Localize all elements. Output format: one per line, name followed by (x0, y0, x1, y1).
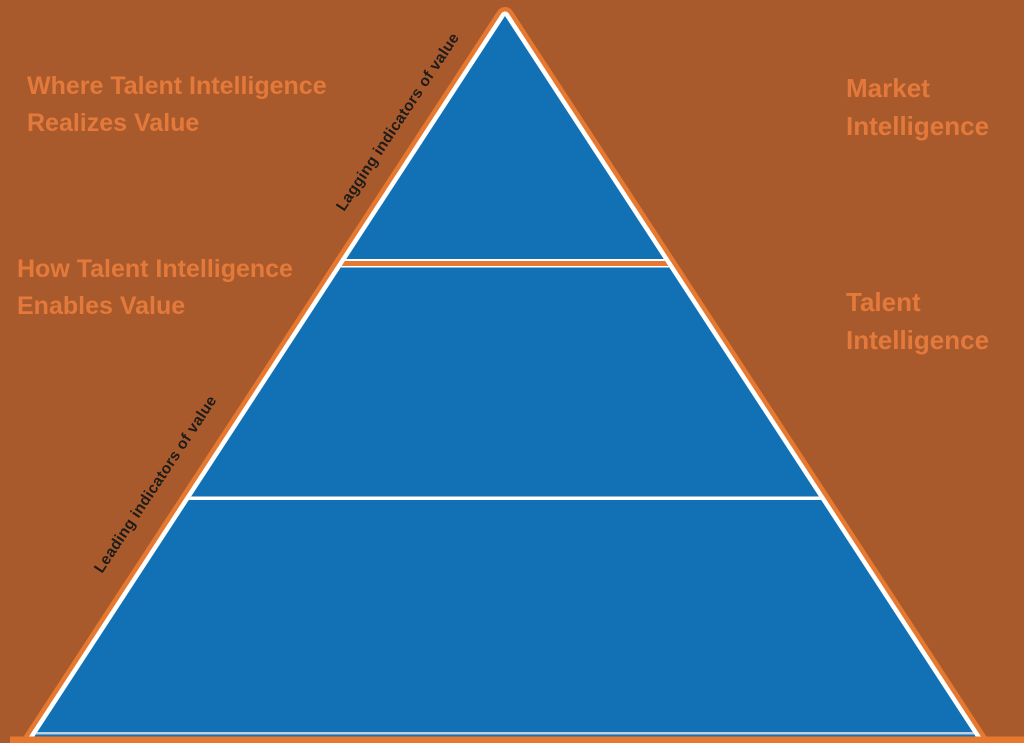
tier-label-talent-intelligence: Talent Intelligence (846, 283, 989, 359)
tier-label-line: Intelligence (846, 111, 990, 141)
heading-where-ti-realizes-value: Where Talent Intelligence Realizes Value (27, 68, 327, 142)
heading-line: Enables Value (17, 292, 186, 320)
tier-label-line: Talent (846, 287, 921, 317)
bottom-light-line (19, 732, 991, 735)
pyramid-body (30, 16, 980, 743)
heading-line: Realizes Value (27, 109, 200, 137)
tier2-divider-white-line (19, 496, 991, 500)
tier-label-market-intelligence: Market Intelligence (846, 69, 989, 145)
heading-line: How Talent Intelligence (17, 255, 293, 283)
tier-label-line: Intelligence (846, 325, 990, 355)
tier-label-line: Market (846, 73, 930, 103)
tier1-divider-orange-band (19, 261, 991, 266)
bottom-orange-band (10, 736, 1024, 743)
heading-line: Where Talent Intelligence (27, 72, 327, 100)
heading-how-ti-enables-value: How Talent Intelligence Enables Value (17, 251, 293, 325)
